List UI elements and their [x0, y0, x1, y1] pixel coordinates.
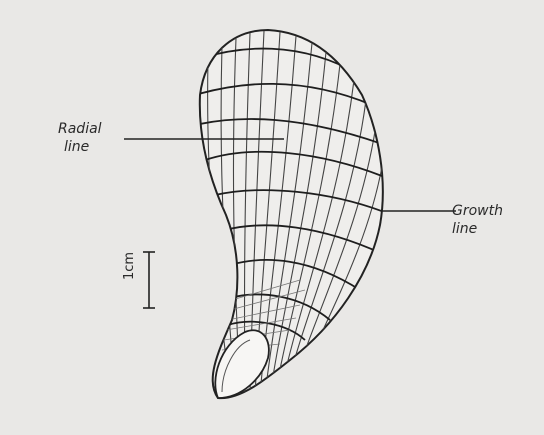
umbo: [214, 329, 270, 399]
scale-label: 1cm: [122, 251, 137, 280]
radial-line-label: Radial line: [58, 121, 102, 155]
growth-lines: [199, 47, 383, 341]
growth-line-label: Growth line: [452, 203, 503, 237]
scale-bar: [143, 251, 155, 309]
